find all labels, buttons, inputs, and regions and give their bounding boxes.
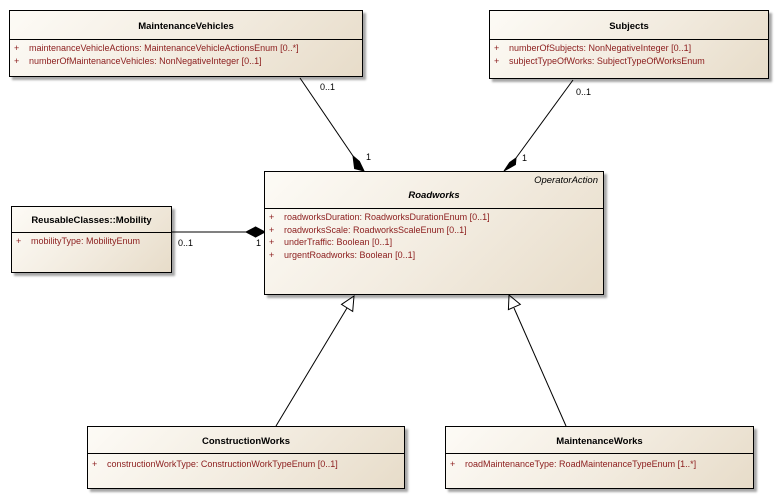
visibility-marker: + (14, 43, 20, 53)
class-header: Subjects (490, 11, 768, 40)
visibility-marker: + (494, 43, 500, 53)
class-name: ConstructionWorks (202, 436, 290, 447)
visibility-marker: + (14, 55, 20, 66)
attribute-row[interactable]: + numberOfSubjects: NonNegativeInteger [0… (490, 42, 768, 55)
class-header: ReusableClasses::Mobility (12, 207, 171, 233)
class-header: MaintenanceVehicles (10, 11, 362, 40)
visibility-marker: + (269, 212, 275, 222)
visibility-marker: + (269, 237, 275, 247)
attribute-text: roadworksDuration: RoadworksDurationEnum… (284, 212, 490, 222)
attribute-text: maintenanceVehicleActions: MaintenanceVe… (29, 43, 299, 53)
visibility-marker: + (450, 459, 456, 469)
class-header: ConstructionWorks (88, 427, 404, 454)
class-mobility[interactable]: ReusableClasses::Mobility + mobilityType:… (11, 206, 172, 273)
vehicles-composition-diamond (352, 154, 365, 172)
construction-generalization-arrowhead (340, 295, 355, 313)
mobility-composition-diamond (244, 226, 267, 238)
visibility-marker: + (16, 236, 22, 246)
class-header: MaintenanceWorks (446, 427, 753, 454)
class-construction-works[interactable]: ConstructionWorks + constructionWorkType:… (87, 426, 405, 489)
attribute-row[interactable]: + numberOfMaintenanceVehicles: NonNegativ… (10, 55, 362, 68)
maintenance-generalization-arrowhead (507, 293, 522, 311)
maintenance-generalization-line[interactable] (513, 307, 567, 427)
attribute-list: + maintenanceVehicleActions: MaintenanceV… (10, 40, 362, 67)
subjects-composition-line[interactable] (515, 79, 574, 159)
multiplicity-vehicles-roadworks-end: 1 (366, 152, 372, 162)
multiplicity-subjects-roadworks-end: 1 (522, 153, 528, 163)
multiplicity-vehicles-end: 0..1 (320, 82, 336, 92)
multiplicity-subjects-end: 0..1 (576, 87, 592, 97)
attribute-text: roadworksScale: RoadworksScaleEnum [0..1… (284, 224, 467, 235)
class-roadworks[interactable]: OperatorAction Roadworks + roadworksDurat… (264, 171, 604, 295)
class-header: OperatorAction Roadworks (265, 172, 603, 209)
visibility-marker: + (269, 249, 275, 260)
attribute-list: + constructionWorkType: ConstructionWorkT… (88, 454, 404, 471)
class-name: MaintenanceWorks (556, 436, 643, 447)
attribute-row[interactable]: + roadworksScale: RoadworksScaleEnum [0..… (265, 224, 603, 237)
attribute-text: mobilityType: MobilityEnum (31, 236, 141, 246)
multiplicity-mobility-roadworks-end: 1 (256, 238, 262, 248)
multiplicity-mobility-end: 0..1 (178, 238, 194, 248)
attribute-text: subjectTypeOfWorks: SubjectTypeOfWorksEn… (509, 55, 705, 66)
attribute-text: constructionWorkType: ConstructionWorkTy… (107, 459, 338, 469)
class-maintenance-works[interactable]: MaintenanceWorks + roadMaintenanceType: R… (445, 426, 754, 489)
class-stereotype: OperatorAction (534, 175, 598, 186)
attribute-list: + mobilityType: MobilityEnum (12, 233, 171, 248)
attribute-row[interactable]: + roadworksDuration: RoadworksDurationEnu… (265, 211, 603, 224)
construction-generalization-line[interactable] (275, 307, 348, 427)
attribute-text: numberOfSubjects: NonNegativeInteger [0.… (509, 43, 692, 53)
attribute-row[interactable]: + subjectTypeOfWorks: SubjectTypeOfWorksE… (490, 55, 768, 68)
class-maintenance-vehicles[interactable]: MaintenanceVehicles + maintenanceVehicleA… (9, 10, 363, 77)
subjects-composition-diamond (503, 156, 517, 172)
attribute-text: underTraffic: Boolean [0..1] (284, 237, 393, 247)
attribute-row[interactable]: + roadMaintenanceType: RoadMaintenanceTyp… (446, 458, 753, 471)
attribute-list: + numberOfSubjects: NonNegativeInteger [0… (490, 40, 768, 67)
attribute-text: roadMaintenanceType: RoadMaintenanceType… (465, 459, 697, 469)
visibility-marker: + (92, 459, 98, 469)
attribute-text: numberOfMaintenanceVehicles: NonNegative… (29, 55, 262, 66)
class-name: MaintenanceVehicles (138, 21, 234, 32)
attribute-row[interactable]: + mobilityType: MobilityEnum (12, 235, 171, 248)
class-name: Subjects (609, 21, 649, 32)
class-subjects[interactable]: Subjects + numberOfSubjects: NonNegativeI… (489, 10, 769, 79)
class-name: Roadworks (408, 190, 460, 201)
visibility-marker: + (494, 55, 500, 66)
attribute-row[interactable]: + urgentRoadworks: Boolean [0..1] (265, 249, 603, 262)
attribute-row[interactable]: + constructionWorkType: ConstructionWorkT… (88, 458, 404, 471)
attribute-list: + roadworksDuration: RoadworksDurationEnu… (265, 209, 603, 261)
visibility-marker: + (269, 224, 275, 235)
attribute-text: urgentRoadworks: Boolean [0..1] (284, 249, 416, 260)
attribute-row[interactable]: + underTraffic: Boolean [0..1] (265, 236, 603, 249)
class-name: ReusableClasses::Mobility (31, 215, 152, 226)
attribute-row[interactable]: + maintenanceVehicleActions: MaintenanceV… (10, 42, 362, 55)
attribute-list: + roadMaintenanceType: RoadMaintenanceTyp… (446, 454, 753, 471)
